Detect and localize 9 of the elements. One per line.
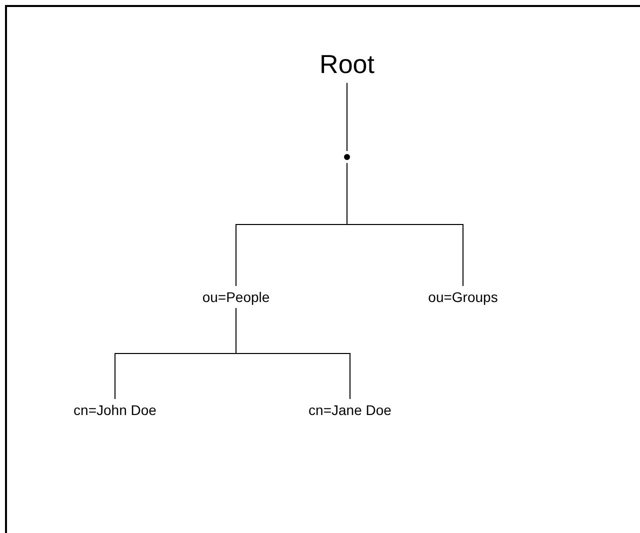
tree-label: cn=John Doe	[74, 402, 156, 418]
tree-connector	[236, 308, 350, 400]
tree-label: ou=Groups	[428, 289, 498, 306]
tree-connector	[346, 82, 348, 152]
junction-dot	[344, 154, 350, 160]
tree-label: cn=Jane Doe	[308, 402, 392, 418]
tree-label: Root	[320, 50, 374, 80]
tree-connector	[346, 162, 464, 286]
tree-label: ou=People	[202, 289, 270, 306]
